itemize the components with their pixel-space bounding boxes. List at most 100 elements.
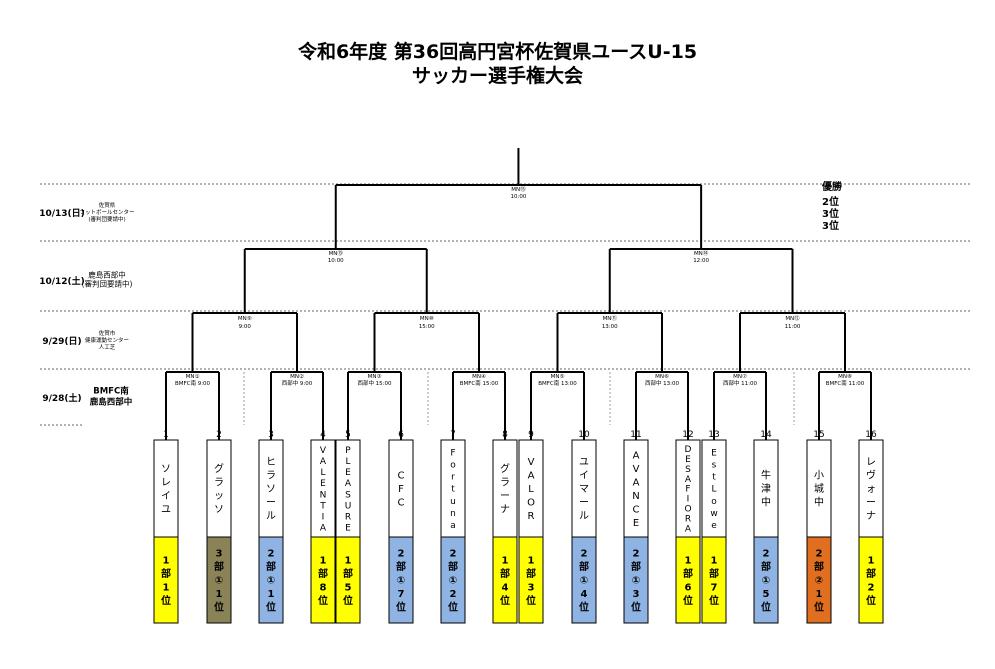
team-rank-box bbox=[492, 536, 518, 624]
match-info: BMFC南 15:00 bbox=[460, 379, 499, 387]
team-name-box bbox=[675, 439, 701, 538]
match-info: 西部中 9:00 bbox=[282, 379, 313, 387]
match-number: MN⑨ bbox=[238, 315, 252, 322]
round-venue: フットボールセンター bbox=[79, 208, 134, 216]
team-name-box bbox=[753, 439, 779, 538]
team-rank-box bbox=[518, 536, 544, 624]
match-number: MN⑩ bbox=[420, 315, 434, 322]
team-rank-box bbox=[571, 536, 597, 624]
match-info: 西部中 13:00 bbox=[645, 379, 680, 387]
team-name: 小城中 bbox=[814, 470, 824, 509]
round-date: 9/29(日) bbox=[42, 336, 81, 347]
team-name: ヒラソール bbox=[266, 456, 276, 522]
match-number: MN⑪ bbox=[603, 314, 618, 322]
team-rank-box bbox=[153, 536, 179, 624]
result-label: 3位 bbox=[822, 207, 839, 220]
team-seed: 16 bbox=[865, 430, 877, 440]
team-name: グラーナ bbox=[500, 462, 510, 515]
team-seed: 12 bbox=[682, 430, 693, 440]
round-venue: 佐賀県 bbox=[99, 201, 116, 209]
title-line-1: 令和6年度 第36回高円宮杯佐賀県ユースU-15 bbox=[297, 41, 698, 63]
team-seed: 3 bbox=[268, 430, 274, 440]
round-date: 9/28(土) bbox=[42, 392, 81, 404]
match-time: 10:00 bbox=[328, 258, 344, 264]
result-label: 2位 bbox=[822, 195, 839, 208]
match-time: 11:00 bbox=[785, 324, 801, 330]
round-venue: BMFC南 bbox=[93, 386, 129, 397]
team-seed: 7 bbox=[450, 430, 456, 440]
match-time: 12:00 bbox=[693, 258, 709, 264]
team-name: グラッソ bbox=[214, 462, 224, 515]
round-venue: 人工芝 bbox=[99, 343, 116, 351]
match-number: MN② bbox=[290, 373, 304, 380]
team-name-box bbox=[258, 439, 284, 538]
team-seed: 8 bbox=[502, 430, 508, 440]
match-time: 9:00 bbox=[239, 324, 252, 330]
match-number: MN③ bbox=[368, 374, 382, 380]
round-venue: 鹿島西部中 bbox=[88, 270, 126, 280]
team-seed: 10 bbox=[578, 430, 590, 440]
team-seed: 1 bbox=[163, 430, 169, 440]
match-info: 西部中 11:00 bbox=[723, 379, 758, 387]
match-time: 15:00 bbox=[419, 324, 435, 330]
team-rank-box bbox=[206, 536, 232, 624]
team-name-box bbox=[153, 439, 179, 538]
match-number: MN⑦ bbox=[733, 373, 747, 380]
match-time: 13:00 bbox=[602, 324, 618, 330]
round-venue: 鹿島西部中 bbox=[89, 397, 133, 408]
team-name-box bbox=[206, 439, 232, 538]
team-rank-box bbox=[440, 536, 466, 624]
team-seed: 9 bbox=[528, 430, 534, 440]
team-seed: 11 bbox=[630, 430, 641, 440]
match-number: MN⑧ bbox=[838, 374, 852, 380]
team-rank-box bbox=[675, 536, 701, 624]
team-seed: 15 bbox=[813, 430, 824, 440]
match-number: MN⑭ bbox=[694, 249, 709, 257]
team-name: レヴォーナ bbox=[866, 457, 876, 522]
match-number: MN⑮ bbox=[511, 185, 526, 193]
match-number: MN⑫ bbox=[785, 314, 800, 322]
match-number: MN④ bbox=[472, 374, 486, 380]
match-number: MN⑤ bbox=[551, 374, 565, 380]
result-label: 優勝 bbox=[821, 180, 843, 193]
team-name: ソレイユ bbox=[161, 464, 171, 515]
team-name-box bbox=[335, 439, 361, 538]
team-name-box bbox=[440, 439, 466, 538]
team-name-box bbox=[518, 439, 544, 538]
match-info: 西部中 15:00 bbox=[357, 379, 392, 387]
match-number: MN⑥ bbox=[655, 374, 669, 380]
round-venue: 健康運動センター bbox=[85, 336, 129, 344]
result-label: 3位 bbox=[822, 219, 839, 232]
team-name-box bbox=[701, 439, 727, 538]
team-seed: 4 bbox=[320, 430, 326, 440]
team-name: ユイマール bbox=[579, 457, 589, 522]
team-seed: 5 bbox=[345, 430, 351, 440]
round-venue: 佐賀市 bbox=[99, 329, 116, 337]
team-rank-box bbox=[753, 536, 779, 624]
team-rank-box bbox=[310, 536, 336, 624]
team-seed: 6 bbox=[398, 430, 404, 440]
match-time: 10:00 bbox=[511, 194, 527, 200]
team-rank-box bbox=[623, 536, 649, 624]
team-name-box bbox=[310, 439, 336, 538]
match-info: BMFC南 13:00 bbox=[538, 379, 577, 387]
